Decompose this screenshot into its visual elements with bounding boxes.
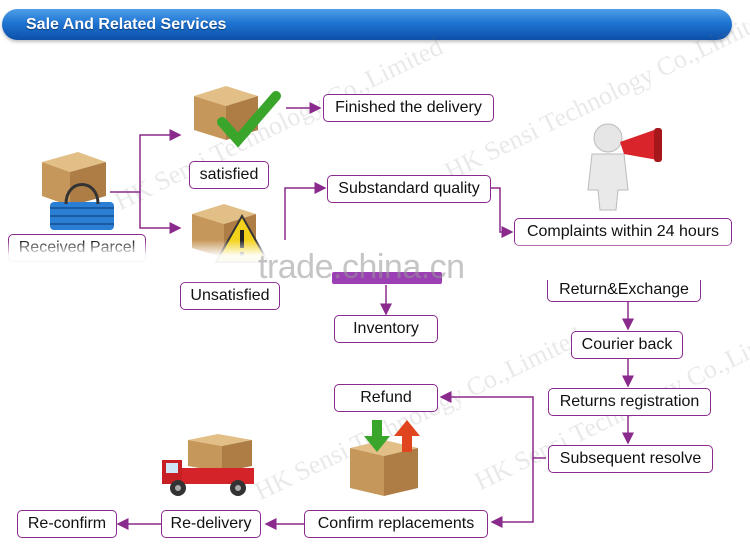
re-confirm-box: Re-confirm	[17, 510, 117, 538]
truck-icon	[162, 434, 254, 496]
re-delivery-box: Re-delivery	[161, 510, 261, 538]
inventory-box: Inventory	[334, 315, 438, 343]
check-box-icon	[194, 86, 281, 148]
substandard-quality-box: Substandard quality	[327, 175, 491, 203]
complaint-person-icon	[587, 123, 662, 211]
unsatisfied-box: Unsatisfied	[180, 282, 280, 310]
return-exchange-box: Return&Exchange	[547, 280, 701, 302]
returns-registration-box: Returns registration	[548, 388, 711, 416]
parcel-basket-icon	[42, 152, 114, 230]
courier-back-box: Courier back	[571, 331, 683, 359]
confirm-replacements-box: Confirm replacements	[304, 510, 488, 538]
purple-strip	[332, 272, 442, 284]
finished-delivery-box: Finished the delivery	[323, 94, 494, 122]
subsequent-resolve-box: Subsequent resolve	[548, 445, 713, 473]
page-title: Sale And Related Services	[26, 16, 227, 33]
refund-box: Refund	[334, 384, 438, 412]
overlay-watermark: trade.china.cn	[258, 248, 465, 286]
header-bar: Sale And Related Services	[2, 9, 732, 40]
satisfied-box: satisfied	[189, 161, 269, 189]
exchange-box-icon	[350, 420, 420, 496]
